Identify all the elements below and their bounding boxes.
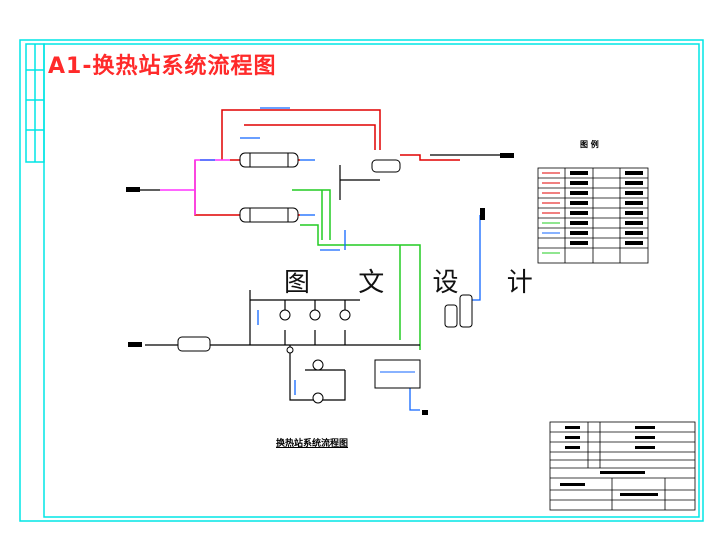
supply-pipes: [194, 109, 460, 216]
banner-title: A1-换热站系统流程图: [48, 54, 277, 79]
legend-table: [537, 167, 649, 264]
pump-symbols: [279, 309, 351, 404]
heat-exchanger-upper: [239, 152, 299, 168]
pipe-end-markers: [126, 153, 514, 415]
legend-entries: [542, 171, 643, 254]
watermark-text: 图 文 设 计: [284, 268, 553, 298]
return-pipes: [292, 189, 421, 350]
cold-water-pipes: [200, 107, 481, 411]
magenta-pipes: [160, 159, 230, 215]
softener-tank: [444, 294, 473, 328]
title-block-fills: [560, 426, 658, 496]
water-tank: [374, 359, 421, 389]
separator-vessel: [371, 159, 401, 173]
drawing-caption: 换热站系统流程图: [276, 439, 349, 449]
heat-exchanger-lower: [239, 207, 299, 223]
filter-unit: [177, 336, 211, 352]
legend-title: 图 例: [580, 140, 599, 149]
drawing-frame: [19, 39, 704, 522]
title-block: [549, 421, 696, 511]
